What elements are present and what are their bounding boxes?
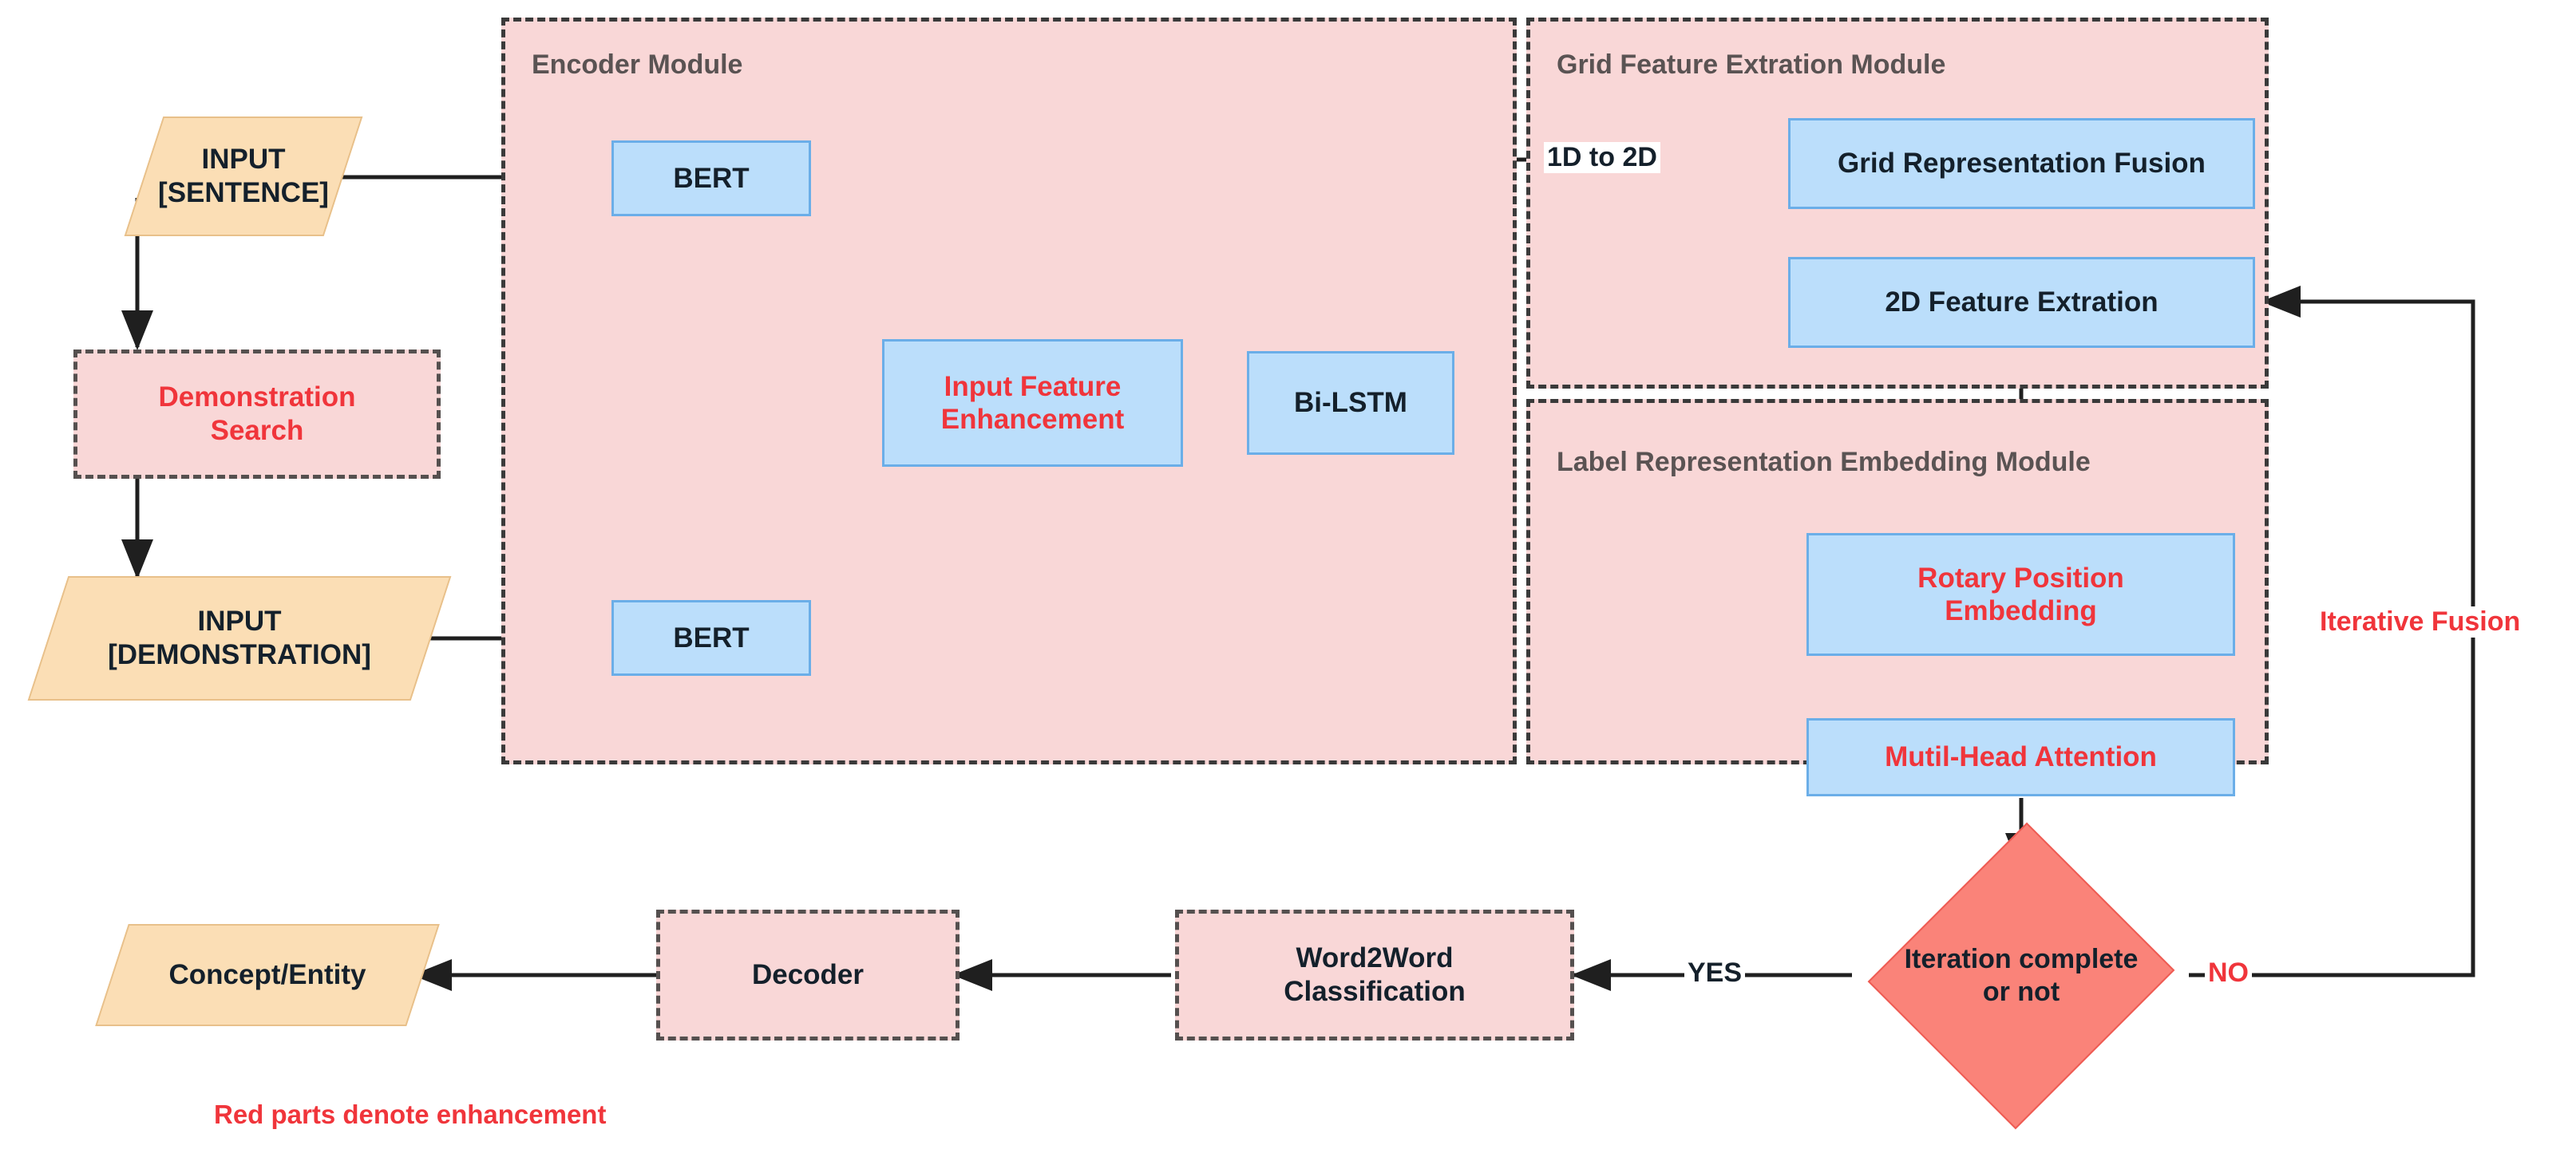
node-bert-bottom[interactable]: BERT xyxy=(611,600,811,676)
node-input-feature-enhancement[interactable]: Input Feature Enhancement xyxy=(882,339,1183,467)
node-mutil-head-attention[interactable]: Mutil-Head Attention xyxy=(1806,718,2235,796)
node-input-sentence-label: INPUT [SENTENCE] xyxy=(158,144,329,208)
legend-note: Red parts denote enhancement xyxy=(214,1100,607,1129)
node-bert-top[interactable]: BERT xyxy=(611,140,811,216)
node-grid-representation-fusion[interactable]: Grid Representation Fusion xyxy=(1788,118,2255,209)
module-grid-feature-extraction-title: Grid Feature Extration Module xyxy=(1557,49,1946,80)
node-bi-lstm[interactable]: Bi-LSTM xyxy=(1247,351,1454,455)
node-demonstration-search[interactable]: Demonstration Search xyxy=(73,349,441,479)
node-input-sentence[interactable]: INPUT [SENTENCE] xyxy=(124,116,363,236)
node-2d-feature-extration[interactable]: 2D Feature Extration xyxy=(1788,257,2255,348)
node-concept-entity[interactable]: Concept/Entity xyxy=(95,924,440,1026)
edge-label-iterative-fusion: Iterative Fusion xyxy=(2317,606,2524,638)
node-iteration-decision[interactable]: Iteration complete or not xyxy=(1854,822,2189,1130)
edge-label-1d-to-2d: 1D to 2D xyxy=(1544,142,1660,173)
module-label-representation-embedding-title: Label Representation Embedding Module xyxy=(1557,447,2091,477)
node-input-demonstration[interactable]: INPUT [DEMONSTRATION] xyxy=(27,576,452,701)
edge-label-yes: YES xyxy=(1684,958,1746,989)
node-iteration-decision-label: Iteration complete or not xyxy=(1904,943,2139,1007)
node-input-demonstration-label: INPUT [DEMONSTRATION] xyxy=(108,606,371,670)
node-rotary-position-embedding[interactable]: Rotary Position Embedding xyxy=(1806,533,2235,656)
node-concept-entity-label: Concept/Entity xyxy=(168,959,366,990)
node-decoder[interactable]: Decoder xyxy=(656,910,960,1041)
module-encoder-title: Encoder Module xyxy=(532,49,743,80)
edge-label-no: NO xyxy=(2205,958,2252,989)
node-word2word-classification[interactable]: Word2Word Classification xyxy=(1175,910,1574,1041)
